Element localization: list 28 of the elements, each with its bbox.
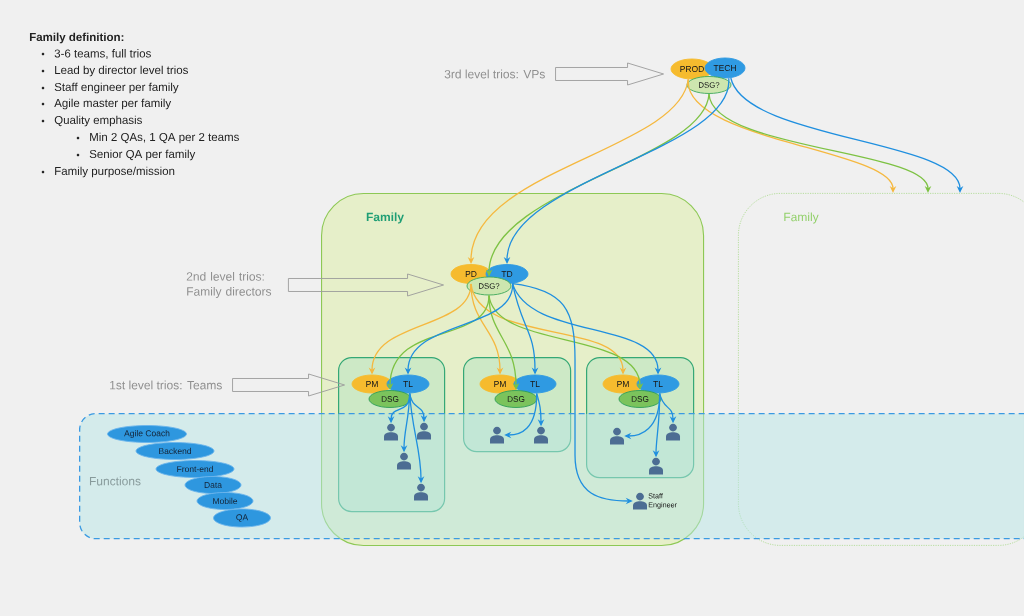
list-item: Min 2 QAs, 1 QA per 2 teams — [90, 132, 239, 144]
person-icon — [414, 483, 428, 501]
list-item: Senior QA per family — [89, 149, 196, 161]
list-item: Quality emphasis — [54, 115, 142, 127]
person-icon — [649, 457, 663, 475]
family-box: Family — [738, 193, 1024, 546]
person-icon — [490, 426, 504, 444]
level-label: 2nd level trios: Family directors — [186, 271, 272, 299]
person-icon — [534, 426, 548, 444]
person-icon — [397, 452, 411, 470]
list-item: Agile master per family — [54, 98, 172, 110]
arrow — [687, 78, 897, 193]
person-icon — [666, 423, 680, 441]
block-arrow — [232, 373, 345, 397]
block-arrow — [555, 62, 664, 86]
list-item: Family purpose/mission — [55, 166, 175, 178]
arrow — [708, 93, 932, 193]
arrow — [730, 77, 964, 193]
level-label: 3rd level trios: VPs — [444, 69, 545, 79]
person-icon — [417, 422, 431, 440]
list-item: 3-6 teams, full trios — [54, 49, 151, 59]
list-item: Lead by director level trios — [55, 65, 188, 77]
person-icon — [384, 423, 398, 441]
level-label: 1st level trios: Teams — [110, 380, 222, 390]
block-arrow — [287, 273, 444, 297]
list-item: Staff engineer per family — [54, 82, 179, 94]
person-icon — [610, 427, 624, 445]
list-heading: Family definition: — [29, 32, 124, 44]
